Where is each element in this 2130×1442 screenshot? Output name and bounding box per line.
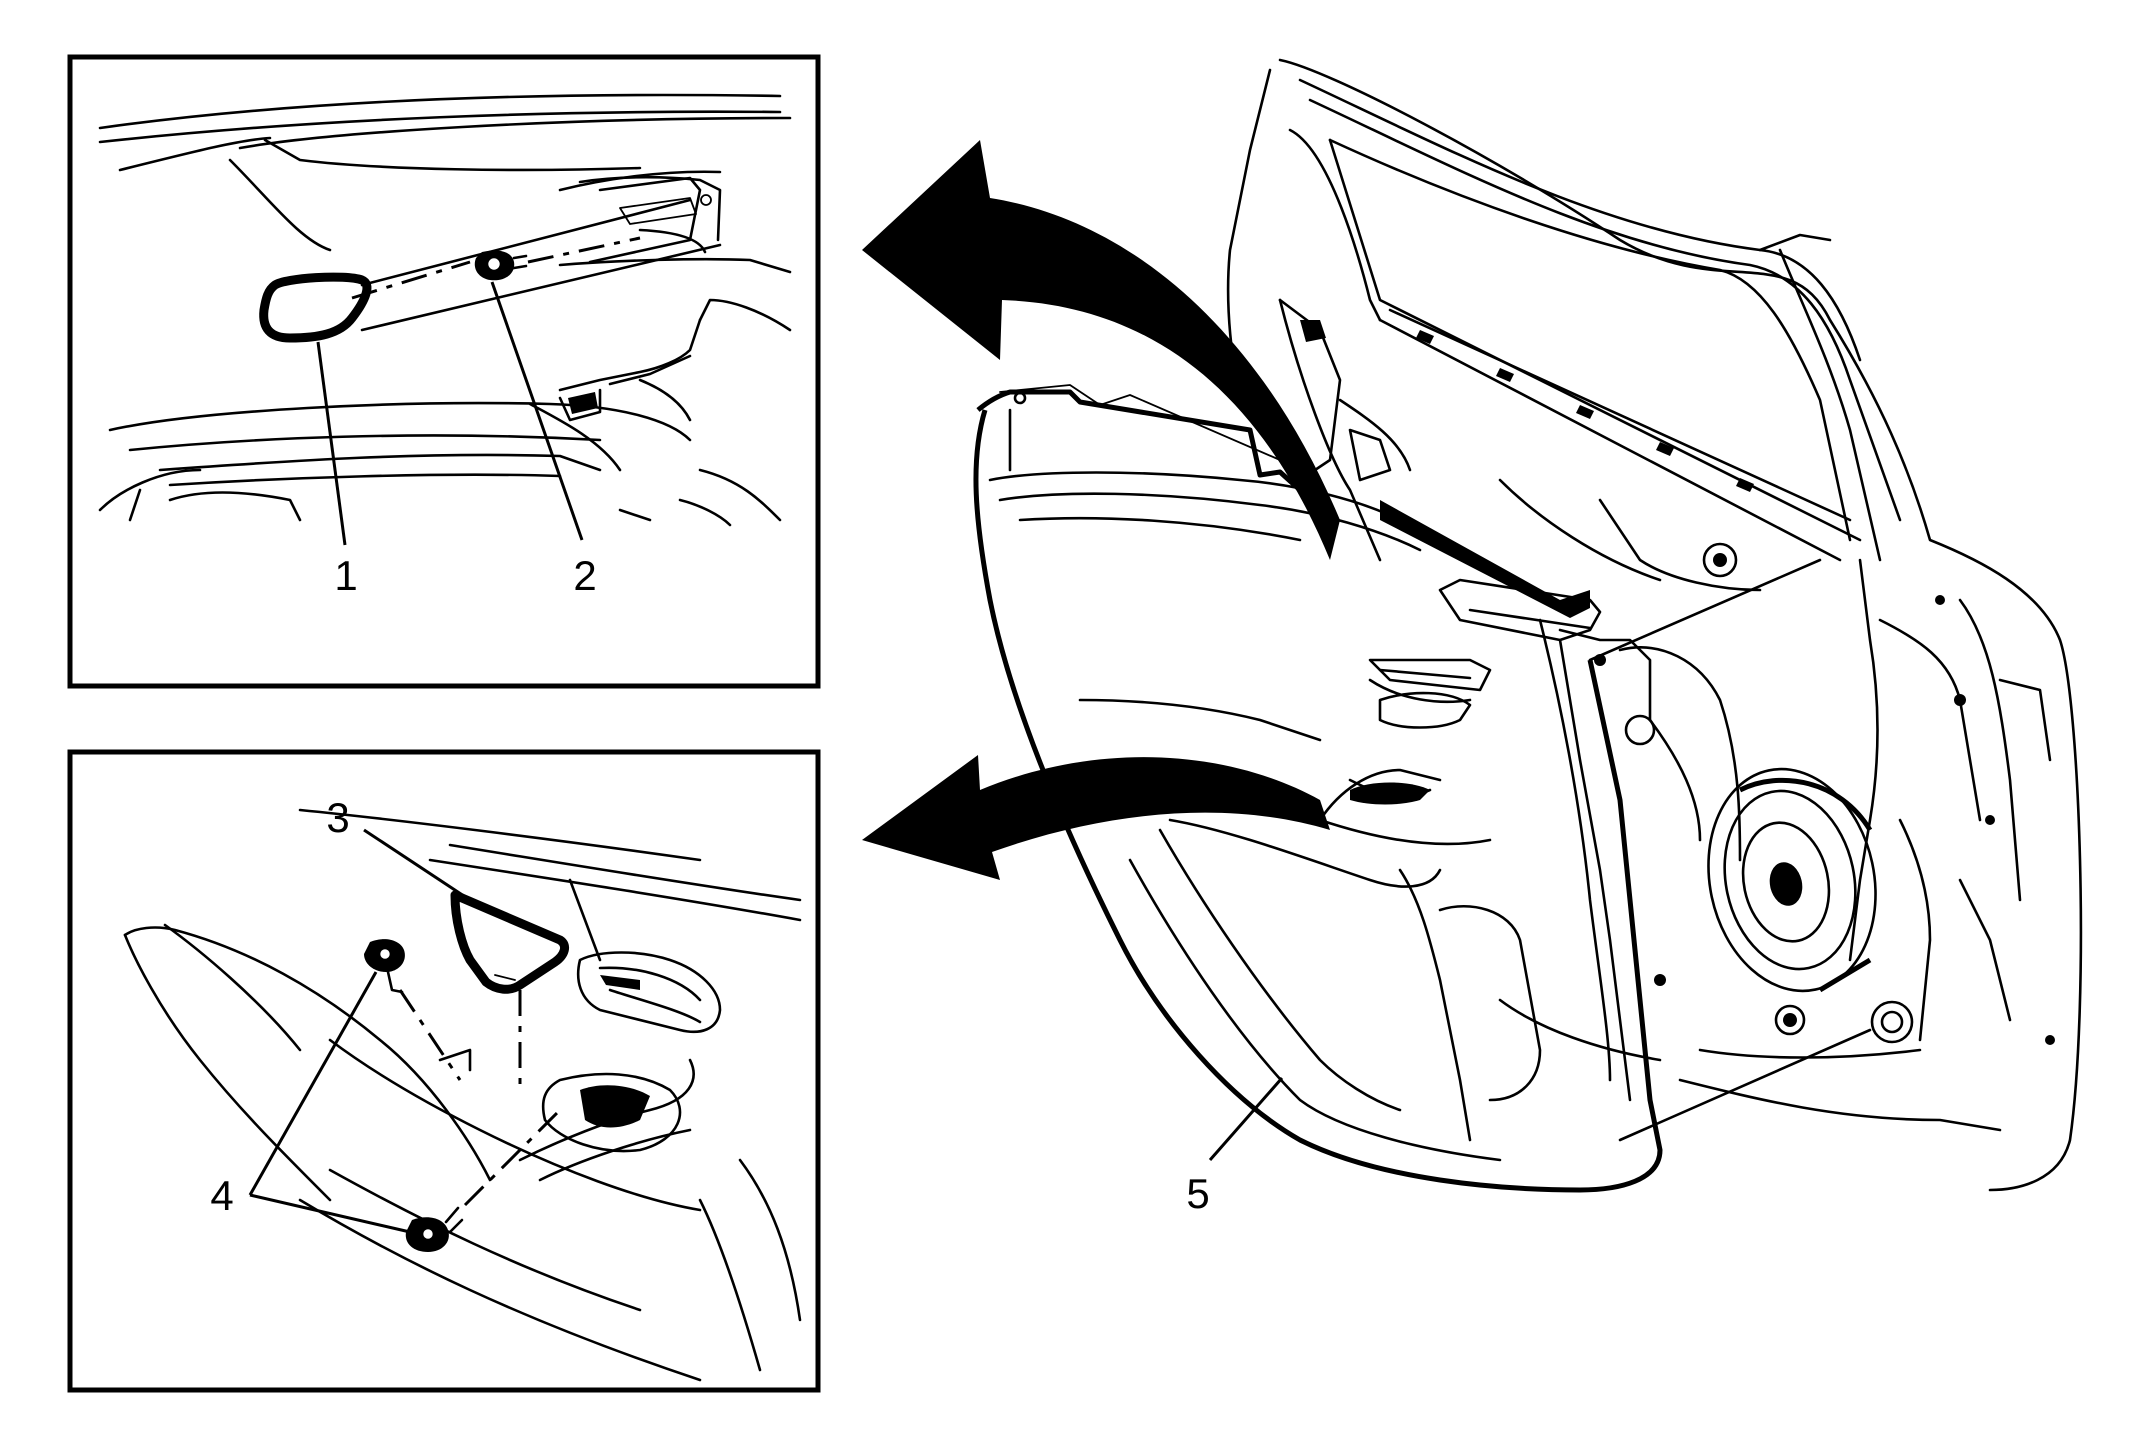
door-assembly: 5 xyxy=(973,58,2083,1217)
callout-5: 5 xyxy=(1186,1170,1209,1217)
trim-panel xyxy=(973,384,1663,1193)
callout-1: 1 xyxy=(334,552,357,599)
callout-3: 3 xyxy=(326,794,349,841)
detail-panel-top: 1 2 xyxy=(67,54,821,689)
callout-4: 4 xyxy=(210,1172,233,1219)
speaker xyxy=(1707,767,1877,993)
callout-2: 2 xyxy=(573,552,596,599)
curved-arrow-left-icon xyxy=(862,140,1340,560)
detail-panel-bottom: 3 4 xyxy=(67,749,821,1393)
curved-arrow-left-icon xyxy=(862,755,1330,880)
